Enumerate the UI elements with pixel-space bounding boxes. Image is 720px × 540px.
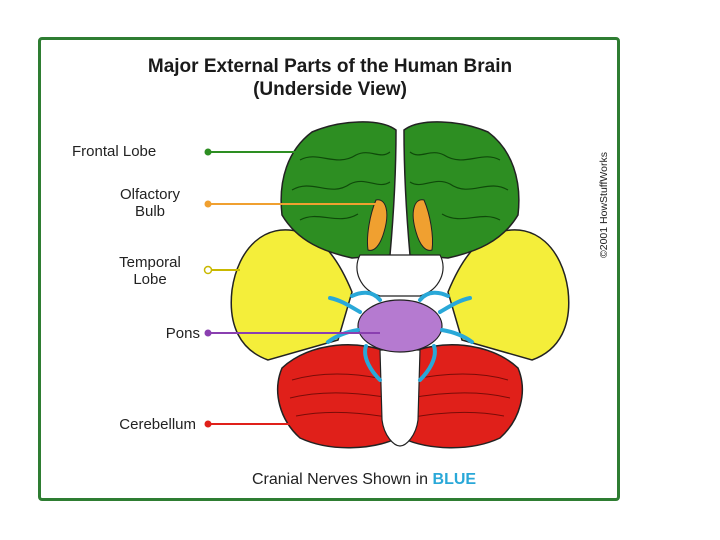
- label-olfactory-bulb: Olfactory Bulb: [96, 186, 204, 220]
- pons: [357, 299, 443, 353]
- pons-text: Pons: [165, 325, 200, 342]
- temporal-line-2: Lobe: [133, 271, 167, 288]
- title-line-1: Major External Parts of the Human Brain: [147, 56, 513, 77]
- temporal-line-1: Temporal: [119, 254, 181, 271]
- olfactory-line-1: Olfactory: [119, 186, 180, 203]
- cerebellum-right: [401, 344, 524, 449]
- olfactory-line-2: Bulb: [134, 203, 166, 220]
- copyright-credit: ©2001 HowStuffWorks: [598, 152, 610, 258]
- label-cerebellum: Cerebellum: [82, 416, 196, 433]
- caption-prefix: Cranial Nerves Shown in: [252, 471, 429, 488]
- cranial-nerves: [326, 290, 474, 382]
- frontal-lobe-text: Frontal Lobe: [72, 143, 157, 160]
- cerebellum-text: Cerebellum: [119, 416, 196, 433]
- label-frontal-lobe: Frontal Lobe: [72, 143, 194, 160]
- dot-temporal-lobe: [203, 265, 213, 275]
- cerebellum-left: [276, 344, 399, 449]
- dot-pons: [204, 329, 212, 337]
- label-temporal-lobe: Temporal Lobe: [96, 254, 204, 288]
- temporal-lobe-right: [447, 229, 570, 361]
- temporal-lobe-left: [230, 229, 353, 361]
- title-line-2: (Underside View): [253, 79, 407, 100]
- diagram-title: Major External Parts of the Human Brain …: [0, 55, 660, 101]
- dot-cerebellum: [204, 420, 212, 428]
- label-pons: Pons: [130, 325, 200, 342]
- caption-highlight: BLUE: [432, 471, 477, 488]
- medulla-spinal-cord: [379, 349, 421, 447]
- caption: Cranial Nerves Shown in BLUE: [252, 471, 476, 489]
- dot-olfactory-bulb: [204, 200, 212, 208]
- olfactory-bulb-right: [412, 199, 433, 251]
- midbrain: [356, 254, 444, 297]
- frontal-lobe-left: [280, 121, 397, 259]
- olfactory-bulb-left: [367, 199, 388, 251]
- frontal-lobe-right: [403, 121, 520, 259]
- frontal-gyri: [291, 151, 509, 221]
- dot-frontal-lobe: [204, 148, 212, 156]
